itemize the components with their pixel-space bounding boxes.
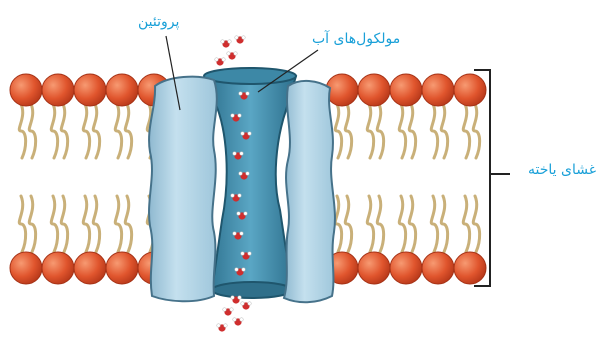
water-molecule (221, 40, 232, 48)
lipid-head (390, 252, 422, 284)
lipid-head (358, 74, 390, 106)
lipid-tail (19, 104, 25, 158)
lipid-head (74, 252, 106, 284)
lipid-head (358, 252, 390, 284)
water-molecule (231, 296, 242, 304)
lipid-head (42, 74, 74, 106)
lipid-tail (473, 104, 479, 158)
lipid-tail (51, 196, 57, 252)
lipid-head (454, 74, 486, 106)
lipid-head (106, 74, 138, 106)
lipid-tail (335, 104, 341, 158)
lipid-tail (83, 196, 89, 252)
lipid-tail (115, 104, 121, 158)
lipid-head (390, 74, 422, 106)
protein-right (284, 81, 335, 302)
protein-left (149, 77, 217, 302)
lipid-tail (431, 104, 437, 158)
lipid-tail (377, 196, 383, 252)
water-molecules-label: مولکول‌های آب (312, 31, 400, 47)
lipid-tail (377, 104, 383, 158)
lipid-head (454, 252, 486, 284)
lipid-tail (19, 196, 25, 252)
lipid-tail (51, 104, 57, 158)
water-molecule (217, 324, 228, 332)
cell-membrane-label: غشای یاخته (528, 162, 596, 178)
lipid-tail (367, 196, 373, 252)
lipid-tail (125, 104, 131, 158)
lipid-tail (83, 104, 89, 158)
lipid-tail (29, 104, 35, 158)
lipid-tail (115, 196, 121, 252)
lipid-head (326, 74, 358, 106)
lipid-tail (367, 104, 373, 158)
lipid-tail (441, 196, 447, 252)
lipid-tail (29, 196, 35, 252)
lipid-tail (409, 104, 415, 158)
water-molecule (233, 318, 244, 326)
lipid-tail (399, 196, 405, 252)
lipid-tail (61, 104, 67, 158)
lipid-tail (463, 104, 469, 158)
lipid-tail (441, 104, 447, 158)
channel (204, 68, 296, 298)
water-molecule (227, 52, 238, 60)
lipid-tail (125, 196, 131, 252)
lipid-head (42, 252, 74, 284)
water-molecule (215, 58, 226, 66)
lipid-tail (345, 196, 351, 252)
lipid-tail (463, 196, 469, 252)
lipid-tail (345, 104, 351, 158)
lipid-tail (61, 196, 67, 252)
lipid-head (422, 252, 454, 284)
water-molecule (241, 302, 252, 310)
channel-pore (205, 72, 296, 297)
channel-bottom-rim (212, 282, 292, 298)
protein-label: پروتئین (138, 14, 179, 30)
lipid-head (422, 74, 454, 106)
water-molecule (235, 36, 246, 44)
lipid-tail (473, 196, 479, 252)
lipid-tail (431, 196, 437, 252)
lipid-head (74, 74, 106, 106)
channel-top-rim (204, 68, 296, 84)
lipid-tail (409, 196, 415, 252)
lipid-head (10, 252, 42, 284)
water-molecule (223, 308, 234, 316)
lipid-tail (399, 104, 405, 158)
lipid-head (106, 252, 138, 284)
lipid-head (10, 74, 42, 106)
lipid-tail (93, 104, 99, 158)
lipid-tail (93, 196, 99, 252)
lipid-tail (335, 196, 341, 252)
